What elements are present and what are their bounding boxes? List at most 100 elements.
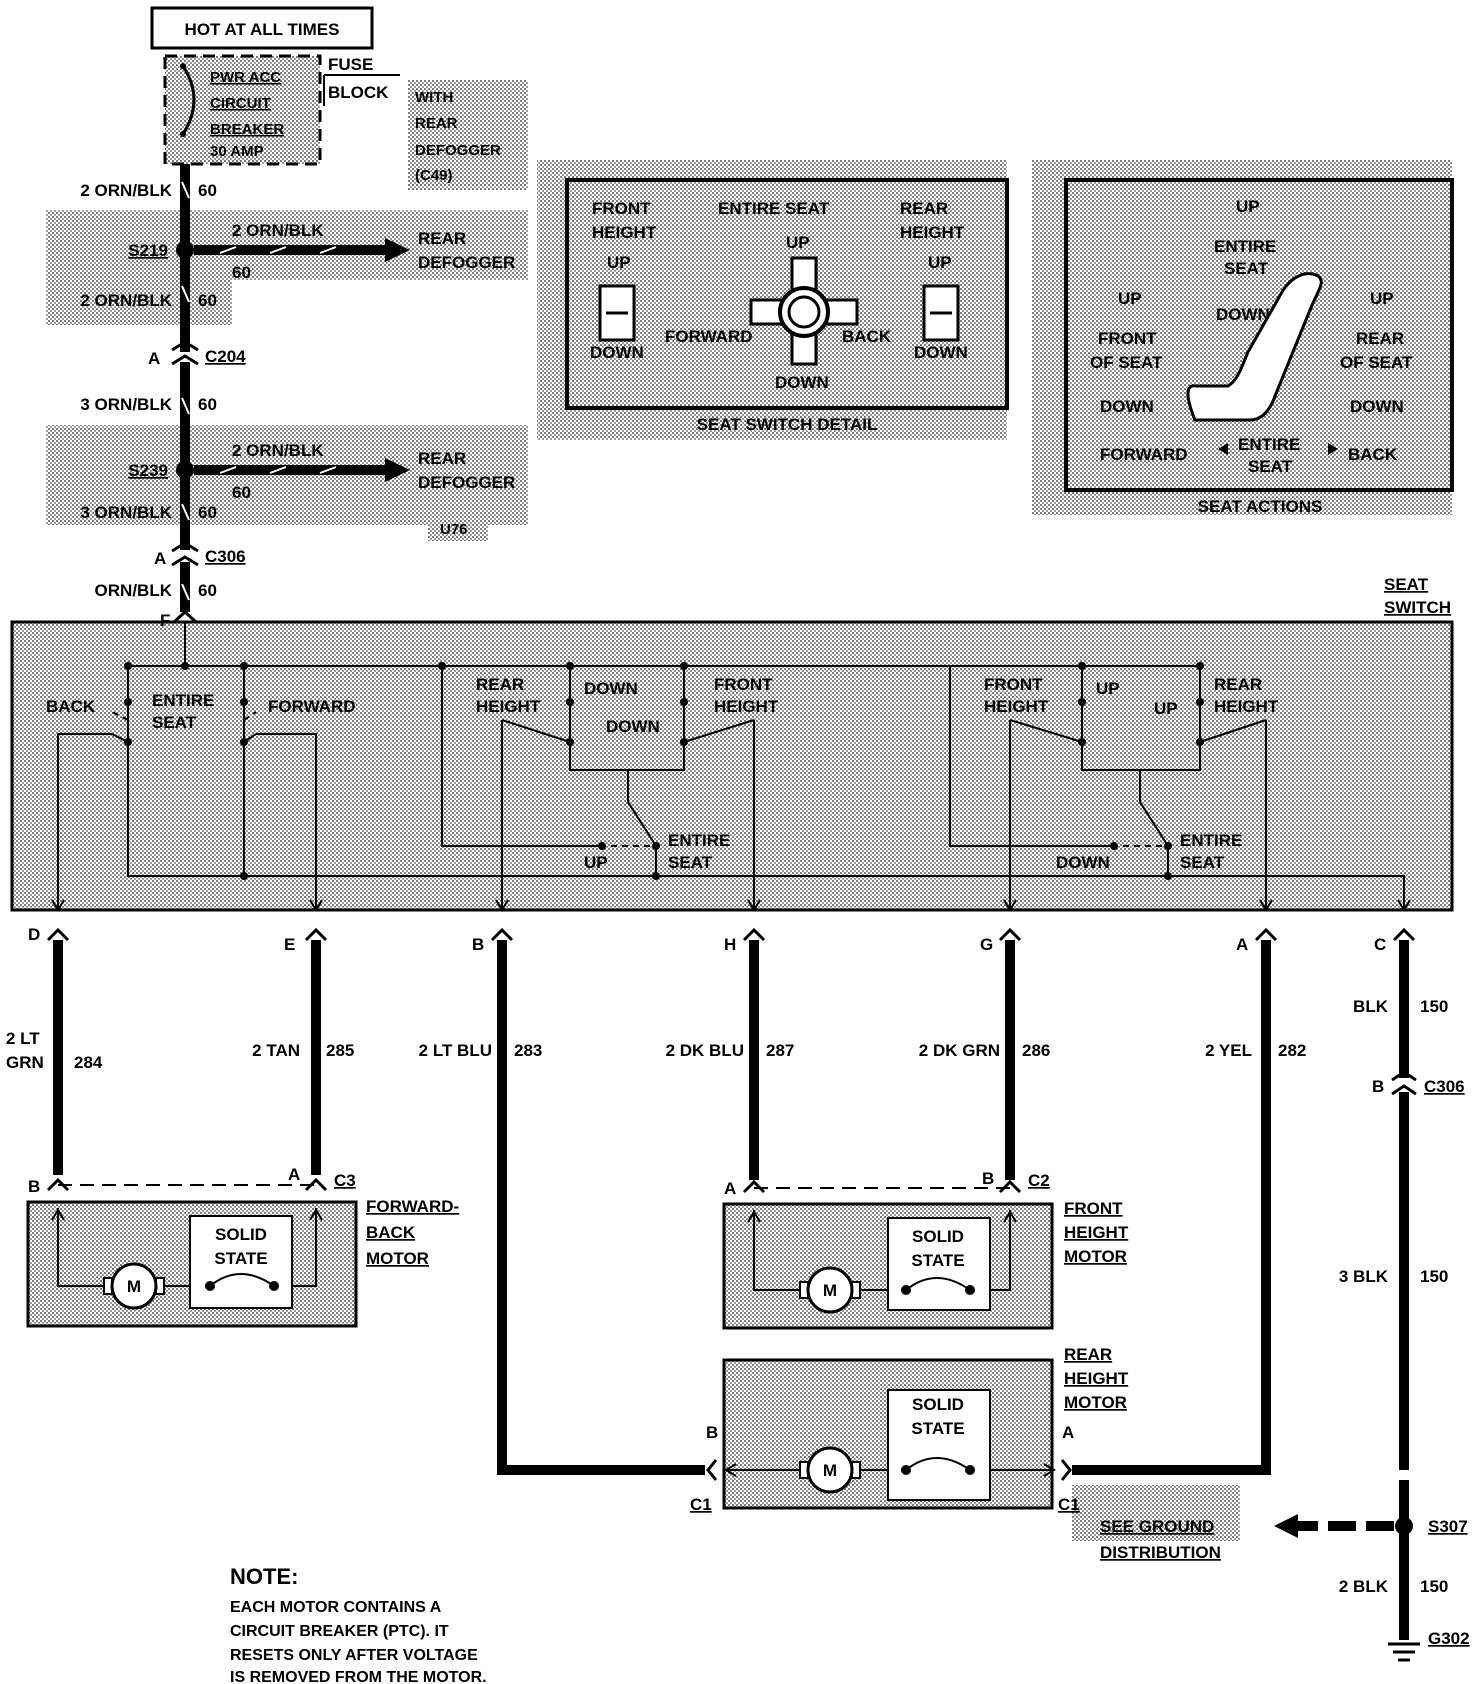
wire-yel: 2 YEL <box>1205 1041 1252 1060</box>
ground-150-mid: 150 <box>1420 1267 1448 1286</box>
breaker-line-1: PWR ACC <box>210 69 281 86</box>
detail-entire-up: UP <box>786 233 810 252</box>
wire-285: 285 <box>326 1041 354 1060</box>
actions-front-up: UP <box>1118 289 1142 308</box>
breaker-contact-bottom <box>180 131 186 137</box>
wire-283: 283 <box>514 1041 542 1060</box>
wire-282: 282 <box>1278 1041 1306 1060</box>
s219-stripes <box>219 246 337 254</box>
wire-lt-grn-2: GRN <box>6 1053 44 1072</box>
seat-switch-circuitry <box>57 622 1405 910</box>
c204-pin-a: A <box>148 349 160 368</box>
pin-g: G <box>980 935 993 954</box>
actions-bottom-entire: ENTIRE <box>1238 435 1300 454</box>
connector-c204 <box>171 340 199 366</box>
rh-contact-1 <box>901 1465 911 1475</box>
fb-motor-m: M <box>127 1277 141 1296</box>
detail-entire-seat-label: ENTIRE SEAT <box>718 199 830 218</box>
detail-front-down: DOWN <box>590 343 644 362</box>
rh-motor-name-2: HEIGHT <box>1064 1369 1129 1388</box>
actions-rear-label: REAR <box>1356 329 1404 348</box>
ground-pin-b: B <box>1372 1077 1384 1096</box>
switch-down-label-1: DOWN <box>584 679 638 698</box>
wire-lt-grn-1: 2 LT <box>6 1029 40 1048</box>
detail-rear-height-label: HEIGHT <box>900 223 965 242</box>
switch-entire-label-2: ENTIRE <box>668 831 730 850</box>
circuit-60-top: 60 <box>198 181 217 200</box>
output-arrows <box>51 899 1411 912</box>
fuse-label: FUSE <box>328 55 373 74</box>
wire-284: 284 <box>74 1053 103 1072</box>
fb-contact-1 <box>205 1281 215 1291</box>
s239-defogger-label: DEFOGGER <box>418 473 515 492</box>
wire-2-orn-blk-s219-below: 2 ORN/BLK <box>80 291 172 310</box>
seat-switch-body <box>10 620 1454 912</box>
note-line-2: CIRCUIT BREAKER (PTC). IT <box>230 1623 449 1640</box>
seat-switch-title-2: SWITCH <box>1384 598 1451 617</box>
wire-stripes <box>181 181 190 601</box>
actions-entire-down: DOWN <box>1216 305 1270 324</box>
c3-label: C3 <box>334 1171 356 1190</box>
ground-2-blk: 2 BLK <box>1339 1577 1389 1596</box>
actions-back-arrow <box>1328 443 1338 455</box>
switch-front-label-1: FRONT <box>714 675 773 694</box>
fh-pin-a: A <box>724 1179 736 1198</box>
u76-label: U76 <box>440 521 468 538</box>
switch-height-label-2: HEIGHT <box>714 697 779 716</box>
rh-motor-name-3: MOTOR <box>1064 1393 1127 1412</box>
see-ground-label: SEE GROUND <box>1100 1517 1214 1536</box>
s239-rear-label: REAR <box>418 449 466 468</box>
distribution-label: DISTRIBUTION <box>1100 1543 1221 1562</box>
actions-shaded-area <box>1032 160 1452 515</box>
detail-rear-up: UP <box>928 253 952 272</box>
circuit-60-bottom: 60 <box>198 581 217 600</box>
wire-286: 286 <box>1022 1041 1050 1060</box>
actions-entire-up: UP <box>1236 197 1260 216</box>
fh-contact-1 <box>901 1285 911 1295</box>
switch-up-label-1: UP <box>584 853 608 872</box>
switch-rear-label-1: REAR <box>476 675 524 694</box>
switch-back-label: BACK <box>46 697 96 716</box>
pin-h: H <box>724 935 736 954</box>
with-defogger-3: DEFOGGER <box>415 142 501 159</box>
circuit-breaker-symbol <box>181 65 196 135</box>
pin-e: E <box>284 935 295 954</box>
ground-150-top: 150 <box>1420 997 1448 1016</box>
detail-front-label: FRONT <box>592 199 651 218</box>
splice-s219 <box>176 241 194 259</box>
c306-label-top: C306 <box>205 547 246 566</box>
switch-height-label-4: HEIGHT <box>1214 697 1279 716</box>
output-wires <box>53 940 1409 1640</box>
c306-pin-a: A <box>154 549 166 568</box>
switch-height-label-1: HEIGHT <box>476 697 541 716</box>
seat-switch-nodes <box>124 662 1204 880</box>
actions-entire-label: ENTIRE <box>1214 237 1276 256</box>
connector-c306-top <box>171 541 199 567</box>
detail-forward: FORWARD <box>665 327 753 346</box>
g302-label: G302 <box>1428 1629 1470 1648</box>
rh-solid: SOLID <box>912 1395 964 1414</box>
ground-150-bottom: 150 <box>1420 1577 1448 1596</box>
rh-state: STATE <box>911 1419 964 1438</box>
rear-height-motor-icon: M <box>799 1446 861 1494</box>
wire-tan: 2 TAN <box>252 1041 300 1060</box>
entire-seat-switch <box>749 256 859 366</box>
u76-shaded <box>428 515 488 541</box>
switch-forward-label: FORWARD <box>268 697 356 716</box>
actions-forward-arrow <box>1218 443 1228 455</box>
splice-s307 <box>1395 1517 1413 1535</box>
s239-branch-circuit: 60 <box>232 483 251 502</box>
with-defogger-4: (C49) <box>415 167 453 184</box>
circuit-60-s239-below: 60 <box>198 503 217 522</box>
actions-forward: FORWARD <box>1100 445 1188 464</box>
s239-branch-arrow <box>385 458 410 482</box>
pin-a: A <box>1236 935 1248 954</box>
rear-height-motor-circuit <box>724 1389 1056 1501</box>
circuit-60-s219-below: 60 <box>198 291 217 310</box>
switch-down-label-3: DOWN <box>1056 853 1110 872</box>
connector-c306-ground <box>1391 1070 1417 1096</box>
s219-rear-label: REAR <box>418 229 466 248</box>
front-height-motor-icon: M <box>799 1266 861 1314</box>
pin-d: D <box>28 925 40 944</box>
s219-defogger-label: DEFOGGER <box>418 253 515 272</box>
